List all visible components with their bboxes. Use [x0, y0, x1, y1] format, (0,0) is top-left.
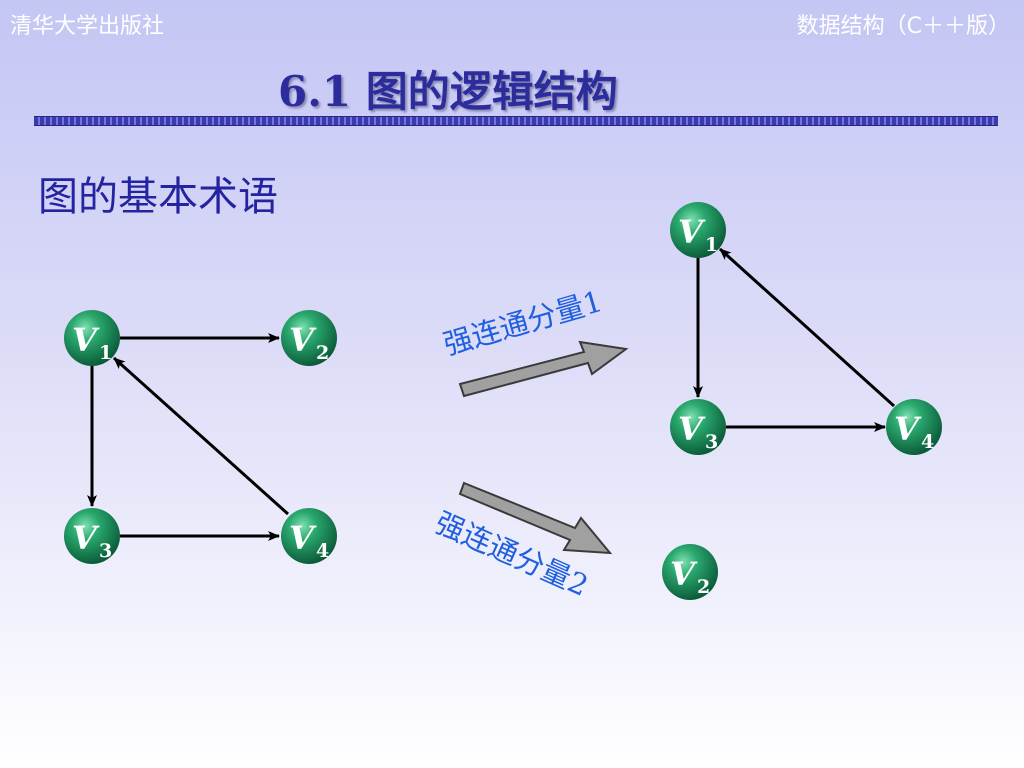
- graph-node-v4: V 4: [281, 508, 337, 564]
- node-letter: V: [670, 555, 698, 593]
- component-node-v3: V 3: [670, 399, 726, 455]
- node-index: 3: [705, 431, 718, 453]
- node-letter: V: [678, 213, 706, 251]
- node-letter: V: [894, 410, 922, 448]
- slide-title: 6.1 图的逻辑结构: [278, 67, 618, 116]
- block-arrow-upper: [458, 340, 629, 398]
- node-letter: V: [289, 321, 317, 359]
- node-index: 3: [99, 540, 112, 562]
- graph-node-v3: V 3: [64, 508, 120, 564]
- block-arrow-lower: [458, 481, 613, 555]
- title-divider: [34, 116, 998, 126]
- graph-node-v1: V 1: [64, 310, 120, 366]
- component-label-2: 强连通分量2: [430, 505, 593, 603]
- graph-node-v2: V 2: [281, 310, 337, 366]
- publisher-label: 清华大学出版社: [10, 14, 165, 39]
- section-subtitle: 图的基本术语: [38, 174, 278, 220]
- component-node-v1: V 1: [670, 202, 726, 258]
- node-index: 2: [697, 576, 710, 598]
- node-index: 4: [921, 431, 934, 453]
- book-title-label: 数据结构（C＋＋版）: [796, 14, 1010, 39]
- component-node-v2: V 2: [662, 544, 718, 600]
- node-letter: V: [289, 519, 317, 557]
- node-letter: V: [678, 410, 706, 448]
- node-index: 4: [316, 540, 329, 562]
- edge-v4-v1: [112, 356, 290, 516]
- component-edge-v4-v1: [718, 247, 896, 408]
- node-index: 2: [316, 342, 329, 364]
- component-label-1: 强连通分量1: [440, 284, 606, 362]
- component-node-v4: V 4: [886, 399, 942, 455]
- node-index: 1: [99, 342, 112, 364]
- node-letter: V: [72, 519, 100, 557]
- node-index: 1: [705, 234, 718, 256]
- node-letter: V: [72, 321, 100, 359]
